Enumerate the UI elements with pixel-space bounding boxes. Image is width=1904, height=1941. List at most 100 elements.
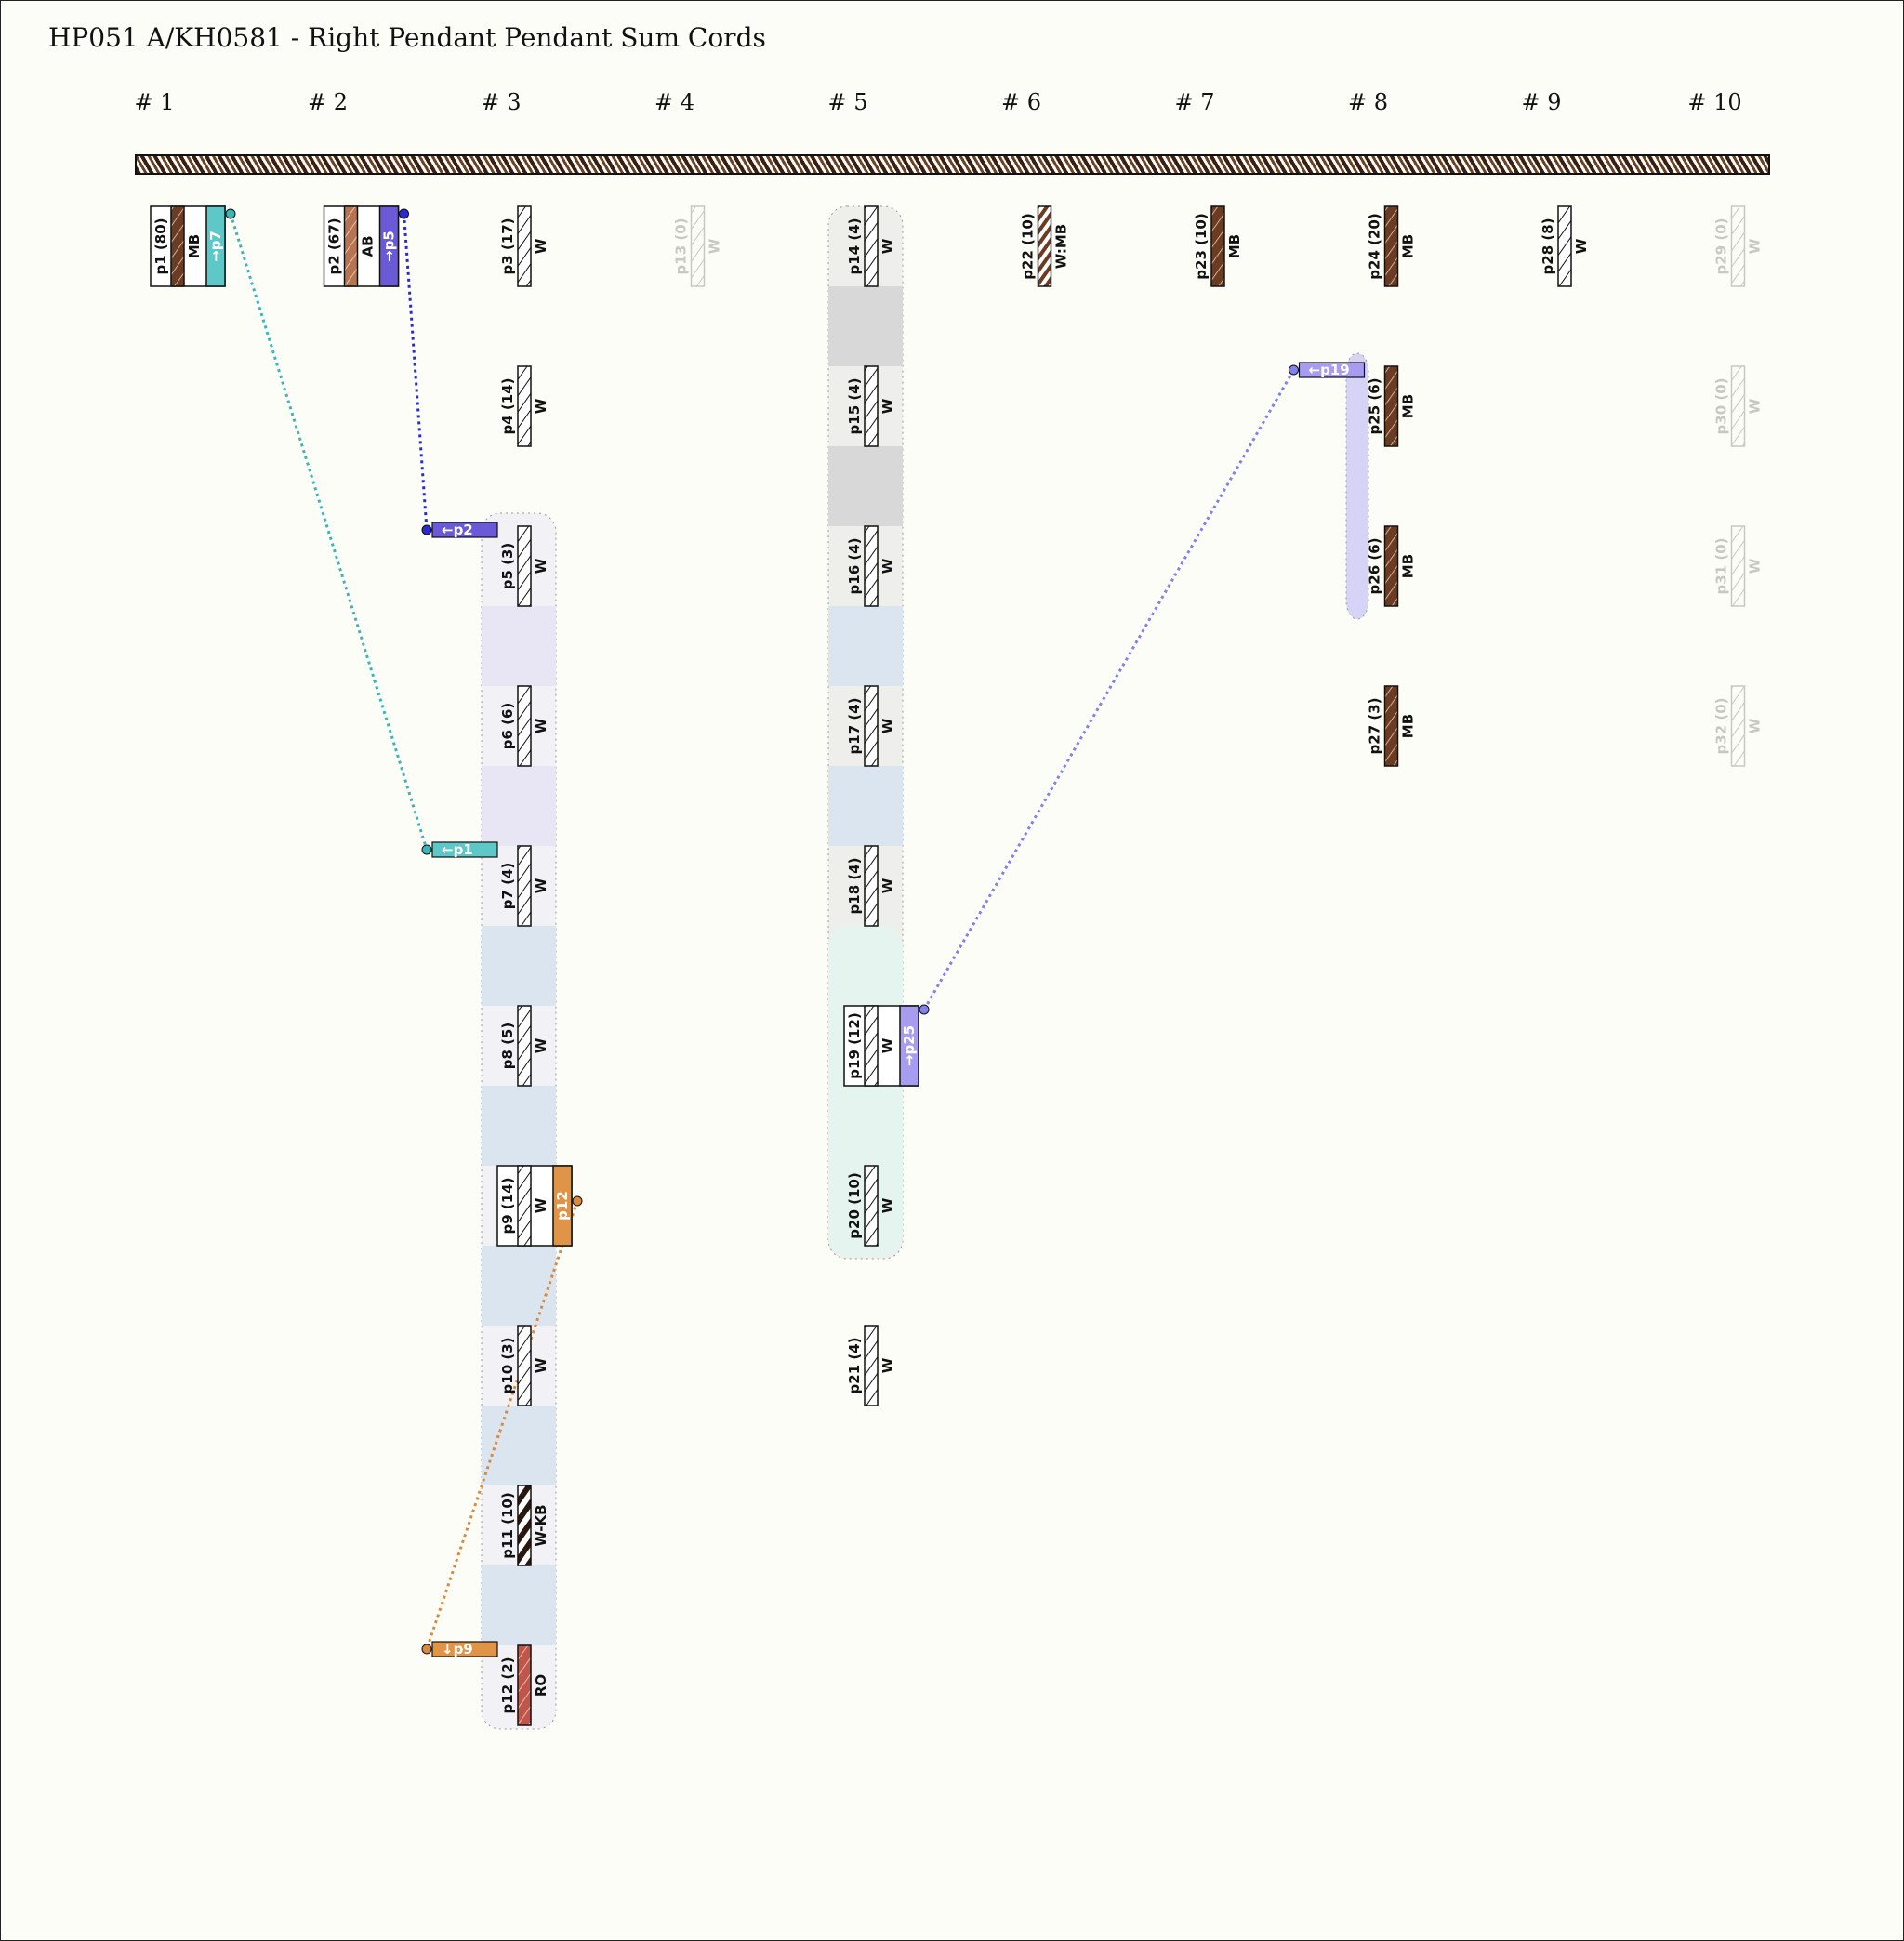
pendant-p31[interactable]: p31 (0) W bbox=[1713, 525, 1764, 607]
pendant-p26[interactable]: p26 (6)MB bbox=[1367, 525, 1417, 607]
pendant-label: p14 (4) bbox=[846, 218, 863, 275]
link-endpoint bbox=[421, 844, 432, 855]
pendant-p10[interactable]: p10 (3) W bbox=[499, 1325, 549, 1406]
pendant-p22[interactable]: p22 (10)W:MB bbox=[1020, 205, 1070, 287]
pendant-p6[interactable]: p6 (6)W bbox=[499, 685, 549, 767]
pendant-color-label: W bbox=[533, 1357, 549, 1373]
pendant-p13[interactable]: p13 (0)W bbox=[673, 205, 723, 287]
pendant-label: p31 (0) bbox=[1713, 538, 1730, 595]
pendant-label: p15 (4) bbox=[846, 378, 863, 435]
pendant-p27[interactable]: p27 (3)MB bbox=[1367, 685, 1417, 767]
group-header-10: # 10 bbox=[1687, 89, 1742, 115]
group3-band-gap bbox=[482, 1086, 556, 1166]
pendant-p29[interactable]: p29 (0)W bbox=[1713, 205, 1764, 287]
pendant-p7[interactable]: p7 (4)W←p1 bbox=[431, 841, 549, 927]
group-header-6: # 6 bbox=[1000, 89, 1041, 115]
pendant-p14[interactable]: p14 (4)W bbox=[846, 205, 896, 287]
link-endpoint bbox=[421, 524, 432, 535]
pendant-label: p7 (4) bbox=[499, 863, 516, 910]
pendant-p2[interactable]: p2 (67)AB→p5 bbox=[323, 205, 400, 287]
pendant-p30[interactable]: p30 (0)W bbox=[1713, 365, 1764, 447]
sum-band-label: ←p19 bbox=[1309, 362, 1350, 378]
pendant-color-swatch bbox=[1730, 365, 1746, 447]
pendant-label: p19 (12) bbox=[846, 1012, 863, 1078]
pendant-p20[interactable]: p20 (10)W bbox=[846, 1165, 896, 1247]
pendant-color-swatch bbox=[1383, 685, 1399, 767]
pendant-color-label: W bbox=[1747, 558, 1764, 574]
group5-band-gap bbox=[828, 446, 903, 526]
pendant-p19[interactable]: p19 (12)W→p25 bbox=[843, 1005, 919, 1087]
pendant-color-label: W bbox=[879, 718, 896, 733]
pendant-color-swatch bbox=[517, 685, 532, 767]
pendant-label: p6 (6) bbox=[499, 703, 516, 750]
pendant-p8[interactable]: p8 (5)W bbox=[499, 1005, 549, 1087]
sum-band bbox=[431, 522, 498, 538]
group5-band-gap bbox=[828, 766, 903, 846]
pendant-color-swatch bbox=[517, 525, 532, 607]
pendant-p21[interactable]: p21 (4)W bbox=[846, 1325, 896, 1406]
link-endpoint bbox=[225, 208, 236, 219]
link-endpoint bbox=[399, 208, 409, 219]
pendant-p24[interactable]: p24 (20)MB bbox=[1367, 205, 1417, 287]
pendant-p15[interactable]: p15 (4)W bbox=[846, 365, 896, 447]
pendant-label: p12 (2) bbox=[499, 1657, 516, 1714]
pendant-label: p27 (3) bbox=[1367, 698, 1383, 755]
pendant-p17[interactable]: p17 (4)W bbox=[846, 685, 896, 767]
pendant-color-label: MB bbox=[1400, 554, 1417, 578]
pendant-p4[interactable]: p4 (14)W bbox=[499, 365, 549, 447]
pendant-p23[interactable]: p23 (10)MB bbox=[1193, 205, 1243, 287]
pendant-color-swatch bbox=[1383, 365, 1399, 447]
pendant-label: p24 (20) bbox=[1367, 213, 1383, 279]
pendant-p18[interactable]: p18 (4)W bbox=[846, 845, 896, 927]
pendant-color-label: W:MB bbox=[1053, 224, 1070, 269]
pendant-color-swatch bbox=[1730, 685, 1746, 767]
pendant-p3[interactable]: p3 (17)W bbox=[499, 205, 549, 287]
sum-marker-label: →p5 bbox=[381, 231, 398, 262]
group5-band-gap bbox=[828, 606, 903, 686]
pendant-color-label: MB bbox=[186, 234, 203, 258]
sum-link-p9-p12 bbox=[425, 1200, 579, 1650]
pendant-label: p29 (0) bbox=[1713, 218, 1730, 275]
group3-band-gap bbox=[482, 1246, 556, 1326]
pendant-p25[interactable]: p25 (6) MB ←p19 bbox=[1298, 362, 1417, 447]
pendant-color-label: W bbox=[533, 558, 549, 574]
pendant-color-swatch bbox=[1383, 525, 1399, 607]
pendant-color-swatch bbox=[1730, 205, 1746, 287]
pendant-color-label: MB bbox=[1400, 394, 1417, 418]
pendant-p12[interactable]: p12 (2)RO↓p9 bbox=[431, 1641, 549, 1726]
pendant-color-label: RO bbox=[533, 1674, 549, 1697]
sum-band bbox=[1298, 362, 1366, 378]
pendant-color-label: MB bbox=[1226, 234, 1243, 258]
pendant-label: p32 (0) bbox=[1713, 698, 1730, 755]
link-endpoint bbox=[421, 1644, 432, 1655]
sum-marker bbox=[552, 1165, 573, 1247]
group-header-5: # 5 bbox=[827, 89, 868, 115]
pendant-color-swatch bbox=[517, 845, 532, 927]
pendant-color-label: W bbox=[533, 238, 549, 254]
group3-band-gap bbox=[482, 766, 556, 846]
pendant-color-swatch bbox=[170, 205, 185, 287]
pendant-color-swatch bbox=[517, 365, 532, 447]
pendant-color-swatch bbox=[864, 205, 879, 287]
link-endpoint bbox=[919, 1004, 930, 1015]
pendant-p16[interactable]: p16 (4)W bbox=[846, 525, 896, 607]
pendant-p32[interactable]: p32 (0)W bbox=[1713, 685, 1764, 767]
pendant-p28[interactable]: p28 (8)W bbox=[1540, 205, 1590, 287]
group8-band bbox=[1345, 352, 1369, 620]
pendant-color-swatch bbox=[864, 525, 879, 607]
sum-band bbox=[431, 841, 498, 858]
pendant-p11[interactable]: p11 (10) W-KB bbox=[499, 1485, 549, 1566]
pendant-p5[interactable]: p5 (3)W←p2 bbox=[431, 522, 549, 607]
pendant-color-label: W-KB bbox=[533, 1504, 549, 1546]
pendant-label: p11 (10) bbox=[499, 1492, 516, 1558]
group3-band-gap bbox=[482, 1565, 556, 1645]
pendant-color-swatch bbox=[1037, 205, 1052, 287]
pendant-color-label: AB bbox=[360, 235, 377, 257]
pendant-color-swatch bbox=[690, 205, 706, 287]
pendant-label: p10 (3) bbox=[499, 1338, 516, 1394]
pendant-color-swatch bbox=[864, 365, 879, 447]
pendant-label: p25 (6) bbox=[1367, 378, 1383, 435]
pendant-color-label: W bbox=[1747, 398, 1764, 414]
pendant-p1[interactable]: p1 (80)MB→p7 bbox=[150, 205, 226, 287]
